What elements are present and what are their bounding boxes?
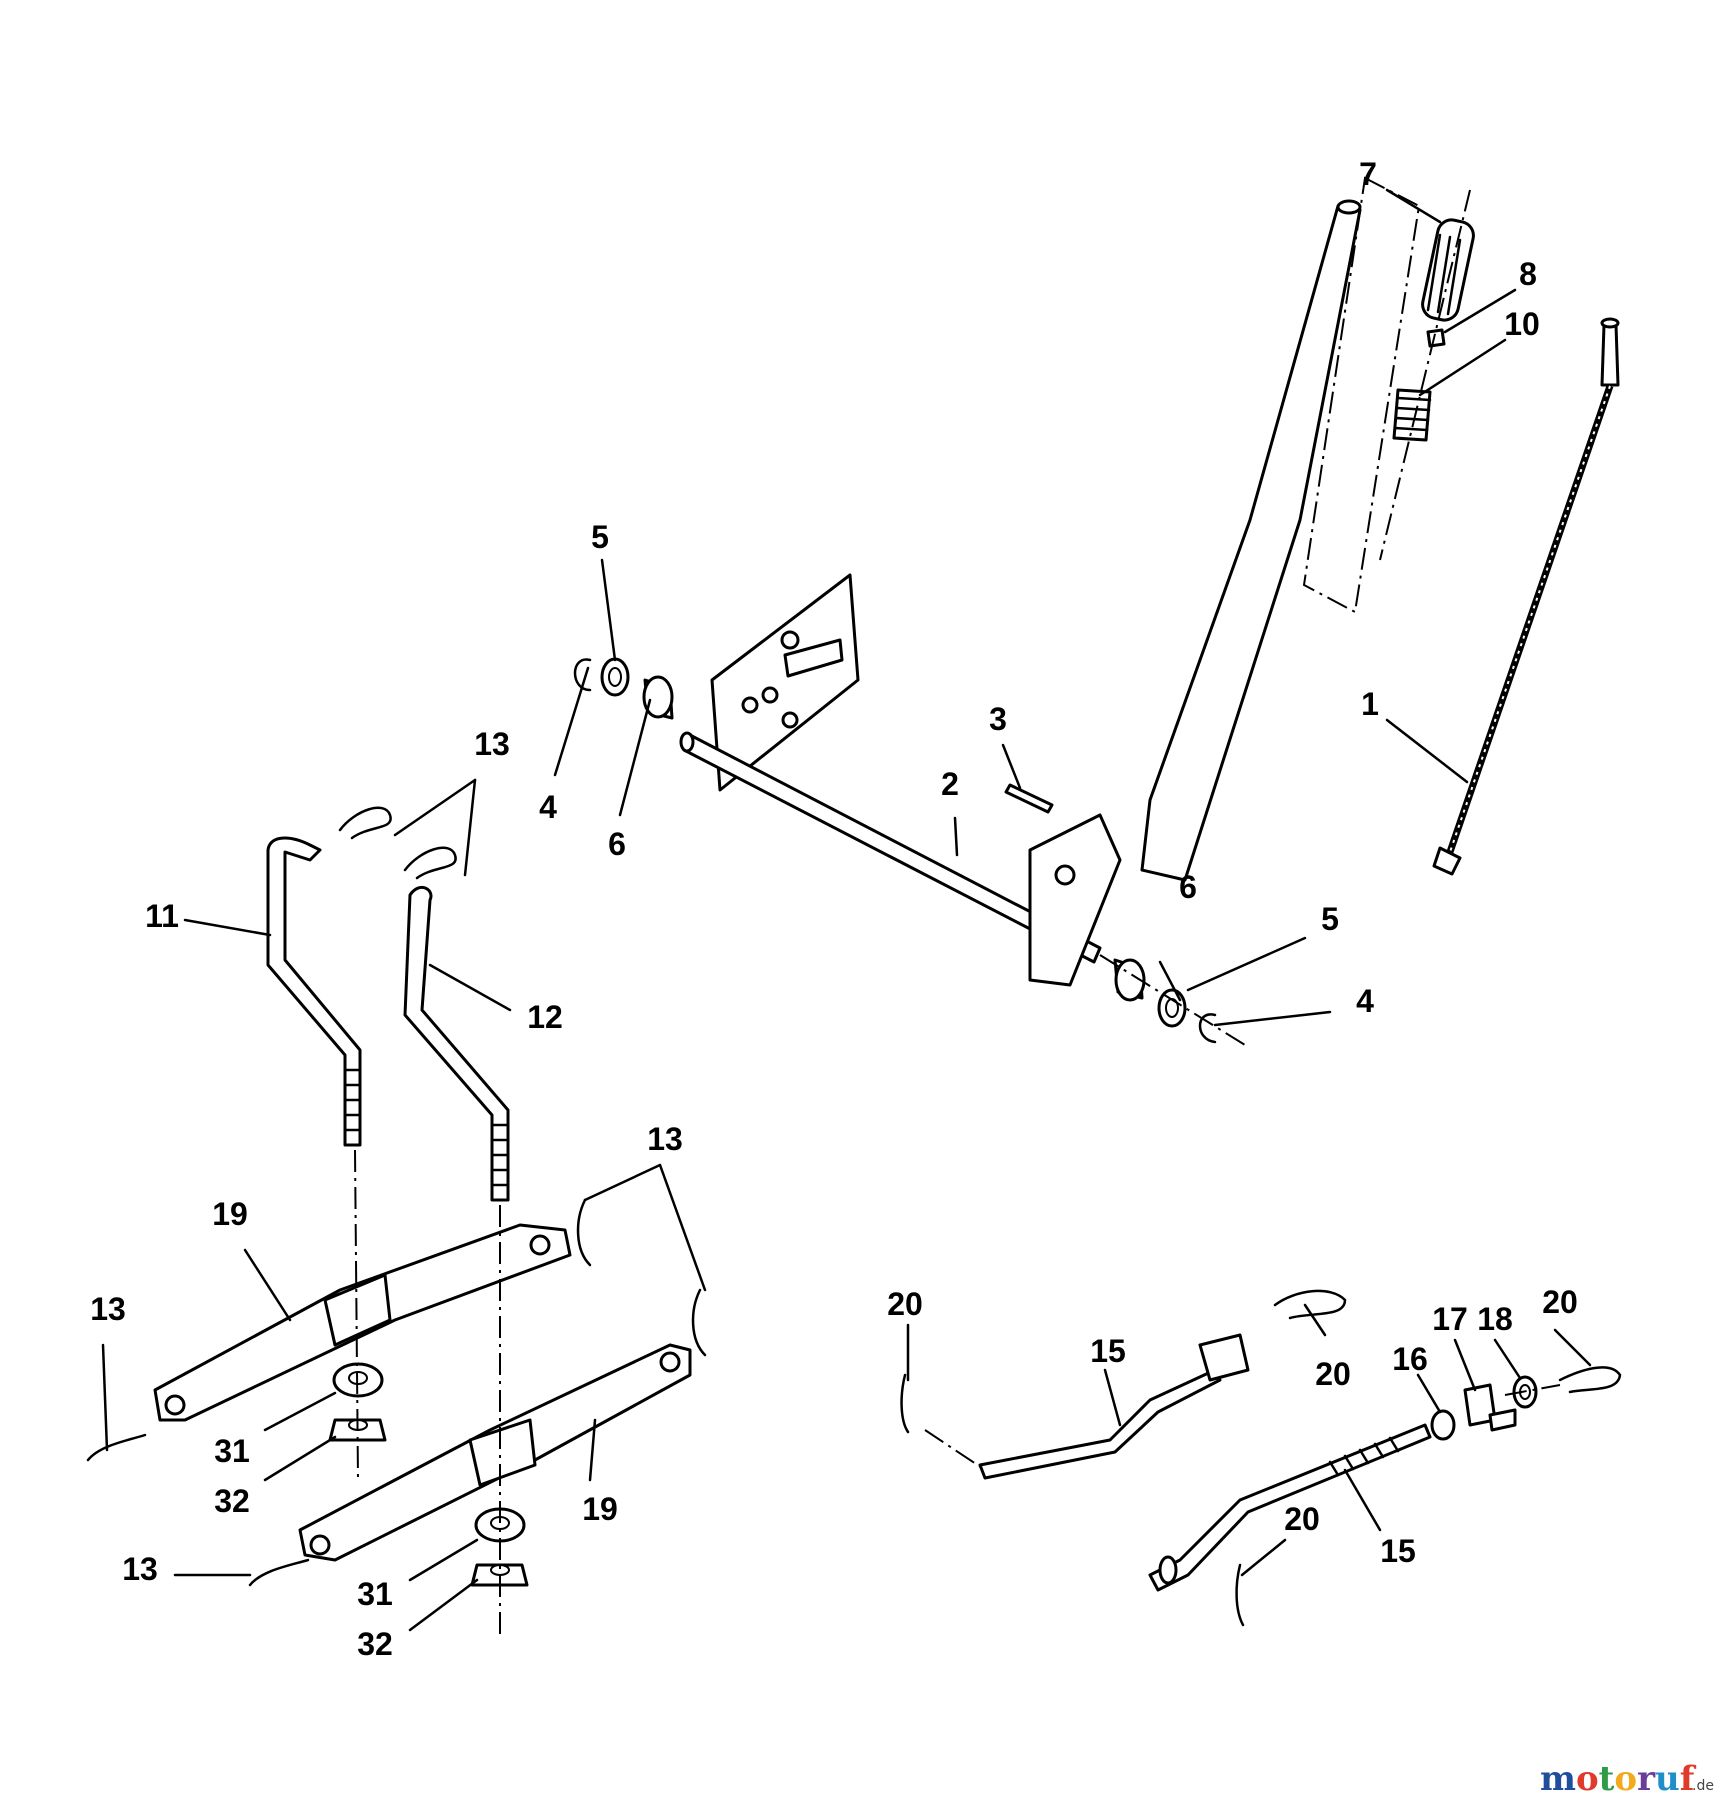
callout-13b: 13 — [647, 1121, 683, 1157]
callout-11: 11 — [145, 898, 179, 934]
callout-13a: 13 — [474, 726, 510, 762]
callout-18: 18 — [1477, 1301, 1513, 1337]
callout-19a: 19 — [212, 1196, 248, 1232]
callout-12: 12 — [527, 999, 563, 1035]
watermark-logo: motoruf .de — [1540, 1759, 1714, 1799]
leader-lines — [101, 188, 1592, 1632]
callout-20c: 20 — [1542, 1284, 1578, 1320]
callout-6b: 6 — [1179, 869, 1197, 905]
callout-10: 10 — [1504, 306, 1540, 342]
callout-labels: 7 8 10 1 3 2 5 4 6 13 11 12 13 19 13 31 … — [90, 156, 1578, 1662]
callout-2: 2 — [941, 766, 959, 802]
part-31-32-hardware — [328, 1149, 529, 1640]
wm-letter: o — [1576, 1759, 1599, 1799]
callout-5a: 5 — [591, 519, 609, 555]
part-16-17-18-hardware — [1430, 1375, 1538, 1441]
callout-20d: 20 — [1284, 1501, 1320, 1537]
wm-letter: f — [1680, 1759, 1697, 1799]
callout-13c: 13 — [90, 1291, 126, 1327]
wm-letter: m — [1540, 1759, 1576, 1799]
callout-19b: 19 — [582, 1491, 618, 1527]
part-19-lift-arm-lower — [298, 1343, 692, 1562]
wm-letter: o — [1614, 1759, 1637, 1799]
part-1-lift-rod — [1432, 317, 1620, 876]
wm-suffix: .de — [1692, 1778, 1714, 1794]
part-19-lift-arm-upper — [153, 1223, 572, 1422]
callout-15a: 15 — [1090, 1333, 1126, 1369]
callout-20b: 20 — [1315, 1356, 1351, 1392]
part-13-clips — [86, 806, 707, 1587]
wm-letter: r — [1637, 1759, 1656, 1799]
lift-lever — [1140, 199, 1362, 882]
part-11-lift-link — [266, 836, 362, 1147]
part-3-roll-pin — [1004, 783, 1054, 814]
callout-31a: 31 — [214, 1433, 250, 1469]
part-12-lift-link — [403, 885, 510, 1202]
part-15-rod-lower — [1148, 1423, 1432, 1592]
callout-15b: 15 — [1380, 1533, 1416, 1569]
callout-13d: 13 — [122, 1551, 158, 1587]
wm-letter: t — [1599, 1759, 1615, 1799]
callout-8: 8 — [1519, 256, 1537, 292]
callout-3: 3 — [989, 701, 1007, 737]
callout-7: 7 — [1359, 156, 1377, 192]
callout-5b: 5 — [1321, 901, 1339, 937]
wm-letter: u — [1655, 1759, 1680, 1799]
lever-grip-assembly — [1302, 176, 1475, 614]
svg-text:motoruf: motoruf — [1540, 1759, 1697, 1799]
callout-17: 17 — [1432, 1301, 1468, 1337]
callout-4a: 4 — [539, 789, 557, 825]
part-2-cross-shaft — [679, 731, 1122, 987]
callout-6a: 6 — [608, 826, 626, 862]
right-hardware — [1099, 954, 1246, 1046]
callout-32b: 32 — [357, 1626, 393, 1662]
callout-1: 1 — [1361, 686, 1379, 722]
callout-4b: 4 — [1356, 983, 1374, 1019]
callout-32a: 32 — [214, 1483, 250, 1519]
callout-20a: 20 — [887, 1286, 923, 1322]
callout-16: 16 — [1392, 1341, 1428, 1377]
callout-31b: 31 — [357, 1576, 393, 1612]
left-hardware — [573, 657, 674, 720]
part-15-rod-upper — [924, 1333, 1250, 1480]
